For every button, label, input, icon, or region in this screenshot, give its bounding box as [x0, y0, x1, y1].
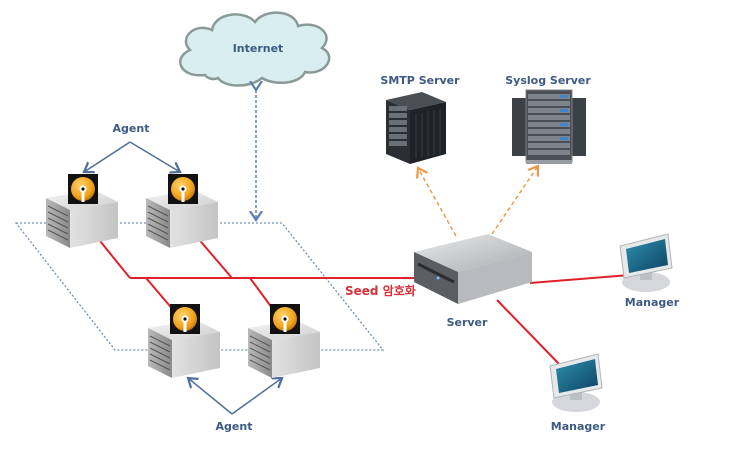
server-label: Server — [446, 316, 488, 329]
agent-server-4[interactable] — [248, 304, 320, 378]
link-syslog — [491, 166, 538, 235]
internet-cloud[interactable] — [179, 11, 331, 87]
manager-label-right: Manager — [624, 296, 680, 309]
agent-top-arrows — [84, 141, 180, 172]
syslog-server-icon[interactable] — [512, 89, 586, 164]
agent-label-top: Agent — [112, 122, 150, 135]
link-agent2 — [195, 235, 233, 279]
agent-server-3[interactable] — [148, 304, 220, 378]
link-agent1 — [95, 235, 131, 279]
encrypted-links — [95, 235, 631, 366]
link-smtp — [418, 168, 457, 237]
syslog-server-label: Syslog Server — [505, 74, 591, 87]
agent-bottom-arrows — [188, 378, 282, 415]
manager-monitor-right[interactable] — [619, 233, 673, 292]
manager-monitor-bottom[interactable] — [549, 353, 603, 412]
agent-server-1[interactable] — [46, 174, 118, 248]
smtp-server-icon[interactable] — [386, 92, 446, 164]
smtp-server-label: SMTP Server — [380, 74, 460, 87]
link-manager-bottom — [496, 299, 561, 366]
link-manager-right — [529, 274, 631, 284]
agent-server-2[interactable] — [146, 174, 218, 248]
internet-label: Internet — [232, 42, 284, 55]
seed-encryption-label: Seed 암호화 — [345, 284, 416, 298]
agent-label-bottom: Agent — [215, 420, 253, 433]
server-icon[interactable] — [414, 234, 532, 304]
manager-label-bottom: Manager — [550, 420, 606, 433]
